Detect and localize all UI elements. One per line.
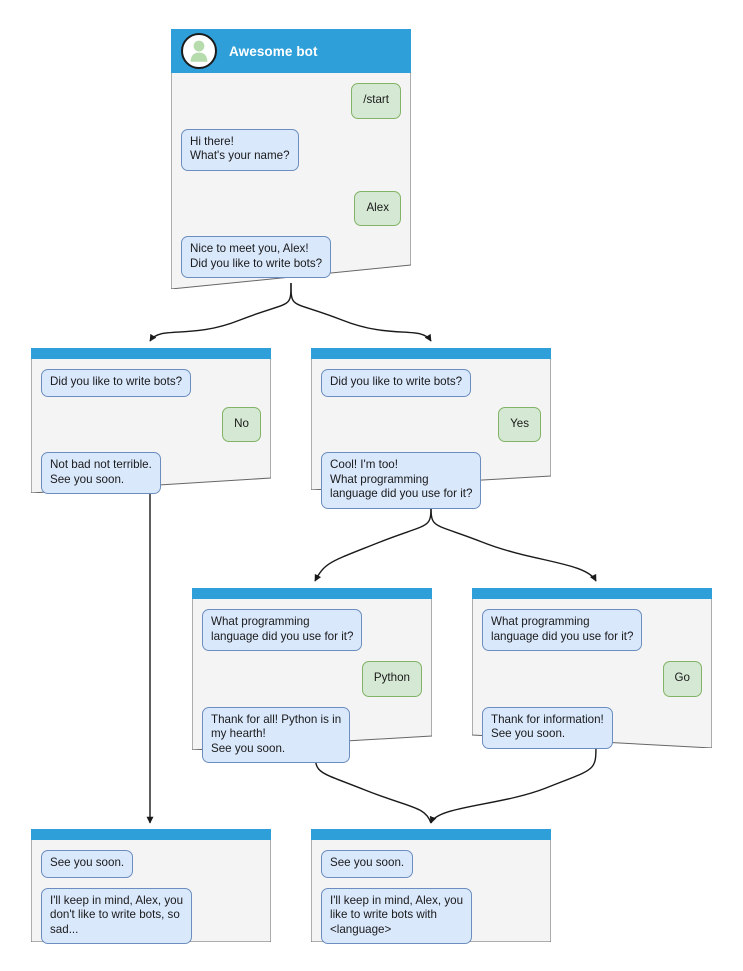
thread-spacer bbox=[181, 181, 401, 191]
user-message: Python bbox=[361, 661, 422, 697]
node-start-titlebar: Awesome bot bbox=[171, 29, 411, 73]
bot-message: Did you like to write bots? bbox=[41, 369, 192, 397]
bot-message: See you soon. bbox=[321, 850, 414, 878]
node-end-sad-content: See you soon. I'll keep in mind, Alex, y… bbox=[31, 829, 271, 954]
message-row: Hi there! What's your name? bbox=[181, 128, 401, 171]
message-row: Go bbox=[482, 661, 702, 697]
node-end-sad[interactable]: See you soon. I'll keep in mind, Alex, y… bbox=[31, 829, 271, 944]
message-row: What programming language did you use fo… bbox=[202, 609, 422, 651]
node-lang-go-thread: What programming language did you use fo… bbox=[472, 599, 712, 749]
message-row: Yes bbox=[321, 406, 541, 442]
bot-message: Hi there! What's your name? bbox=[181, 128, 299, 171]
bot-message: I'll keep in mind, Alex, you like to wri… bbox=[321, 887, 473, 944]
user-message: /start bbox=[351, 83, 401, 119]
bot-message: I'll keep in mind, Alex, you don't like … bbox=[41, 887, 193, 944]
node-end-happy-thread: See you soon. I'll keep in mind, Alex, y… bbox=[311, 840, 551, 944]
node-lang-python-content: What programming language did you use fo… bbox=[192, 588, 432, 773]
message-row: Nice to meet you, Alex! Did you like to … bbox=[181, 236, 401, 278]
node-lang-go[interactable]: What programming language did you use fo… bbox=[472, 588, 712, 749]
message-row: Did you like to write bots? bbox=[321, 369, 541, 397]
message-row: I'll keep in mind, Alex, you like to wri… bbox=[321, 887, 541, 944]
message-row: Thank for information! See you soon. bbox=[482, 706, 702, 749]
bot-message: What programming language did you use fo… bbox=[202, 609, 363, 651]
bot-message: Did you like to write bots? bbox=[321, 369, 472, 397]
bot-message: See you soon. bbox=[41, 850, 134, 878]
node-end-sad-thread: See you soon. I'll keep in mind, Alex, y… bbox=[31, 840, 271, 944]
node-lang-go-content: What programming language did you use fo… bbox=[472, 588, 712, 759]
node-answer-yes-thread: Did you like to write bots? Yes Cool! I'… bbox=[311, 359, 551, 509]
message-row: What programming language did you use fo… bbox=[482, 609, 702, 651]
node-answer-yes-content: Did you like to write bots? Yes Cool! I'… bbox=[311, 348, 551, 519]
bot-message: What programming language did you use fo… bbox=[482, 609, 643, 651]
bot-message: Thank for information! See you soon. bbox=[482, 706, 613, 749]
edge-start-to-no bbox=[149, 282, 292, 342]
message-row: Python bbox=[202, 661, 422, 697]
user-message: No bbox=[222, 406, 261, 442]
node-end-happy[interactable]: See you soon. I'll keep in mind, Alex, y… bbox=[311, 829, 551, 944]
message-row: See you soon. bbox=[321, 850, 541, 878]
message-row: Did you like to write bots? bbox=[41, 369, 261, 397]
node-lang-python[interactable]: What programming language did you use fo… bbox=[192, 588, 432, 763]
message-row: /start bbox=[181, 83, 401, 119]
node-answer-no-content: Did you like to write bots? No Not bad n… bbox=[31, 348, 271, 504]
node-lang-python-thread: What programming language did you use fo… bbox=[192, 599, 432, 763]
bot-message: Cool! I'm too! What programming language… bbox=[321, 452, 482, 509]
node-start[interactable]: Awesome bot /start Hi there! What's your… bbox=[171, 29, 411, 289]
message-row: Thank for all! Python is in my hearth! S… bbox=[202, 706, 422, 763]
bot-title: Awesome bot bbox=[229, 43, 318, 59]
message-row: I'll keep in mind, Alex, you don't like … bbox=[41, 887, 261, 944]
user-message: Yes bbox=[498, 406, 541, 442]
user-message: Go bbox=[662, 661, 702, 697]
node-answer-yes[interactable]: Did you like to write bots? Yes Cool! I'… bbox=[311, 348, 551, 509]
bot-message: Nice to meet you, Alex! Did you like to … bbox=[181, 236, 332, 278]
node-answer-no[interactable]: Did you like to write bots? No Not bad n… bbox=[31, 348, 271, 494]
message-row: See you soon. bbox=[41, 850, 261, 878]
bot-message: Not bad not terrible. See you soon. bbox=[41, 452, 161, 494]
message-row: Alex bbox=[181, 190, 401, 226]
node-end-happy-content: See you soon. I'll keep in mind, Alex, y… bbox=[311, 829, 551, 954]
node-answer-no-thread: Did you like to write bots? No Not bad n… bbox=[31, 359, 271, 494]
user-message: Alex bbox=[354, 190, 401, 226]
message-row: Cool! I'm too! What programming language… bbox=[321, 452, 541, 509]
message-row: Not bad not terrible. See you soon. bbox=[41, 452, 261, 494]
node-start-thread: /start Hi there! What's your name? Alex … bbox=[171, 73, 411, 278]
person-avatar-icon bbox=[181, 33, 217, 69]
message-row: No bbox=[41, 406, 261, 442]
node-start-content: Awesome bot /start Hi there! What's your… bbox=[171, 29, 411, 288]
edge-start-to-yes bbox=[290, 282, 432, 342]
bot-message: Thank for all! Python is in my hearth! S… bbox=[202, 706, 351, 763]
